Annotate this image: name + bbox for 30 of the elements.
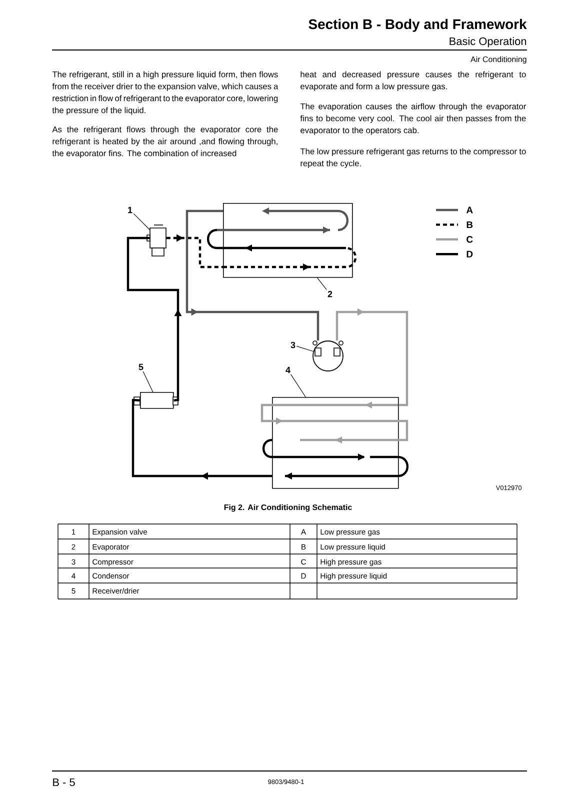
evaporator-box <box>223 203 353 278</box>
pipe <box>132 398 272 480</box>
paragraph: As the refrigerant flows through the evaporator core the refrigerant is heated by the air around ,and flowing through, the evaporator fins. The combination of increased <box>52 126 278 158</box>
callout-number: 5 <box>138 364 144 370</box>
legend-key: A <box>466 206 473 214</box>
section-title: Section B - Body and Framework <box>308 18 527 32</box>
callout-number: 3 <box>290 342 296 348</box>
leader-line <box>142 371 154 392</box>
paragraph: heat and decreased pressure causes the refrigerant to evaporate and form a low pressure gas. <box>300 71 526 91</box>
callout-number: 2 <box>328 290 332 298</box>
paragraph: The low pressure refrigerant gas returns to the compressor to repeat the cycle. <box>300 148 526 168</box>
compressor-drawing <box>312 340 344 372</box>
receiver-drier-drawing <box>134 392 178 409</box>
leader-line <box>133 213 150 230</box>
subsection-title: Basic Operation <box>450 37 526 48</box>
leader-line <box>296 346 314 352</box>
paragraph: The evaporation causes the airflow through the evaporator fins to become very cool. The cool air then passes from the evaporator to the operators cab. <box>300 103 526 135</box>
paragraph: The refrigerant, still in a high pressure liquid form, then flows from the receiver drier to the expansion valve, which causes a restriction in flow of refrigerant to the evaporator core, lowering the pressure of the liquid. <box>52 71 278 115</box>
callout-number: 1 <box>128 206 132 214</box>
legend-key: B <box>466 221 473 228</box>
leader-line <box>316 278 327 290</box>
leader-line <box>290 374 306 398</box>
valve-drawing <box>146 224 166 256</box>
pipe <box>186 210 320 341</box>
pipe <box>336 308 408 406</box>
callout-number: 4 <box>286 366 290 374</box>
page-number: B - 5 <box>53 778 75 786</box>
pipe <box>166 234 223 268</box>
legend-key: D <box>466 250 473 258</box>
legend-key: C <box>466 236 473 243</box>
